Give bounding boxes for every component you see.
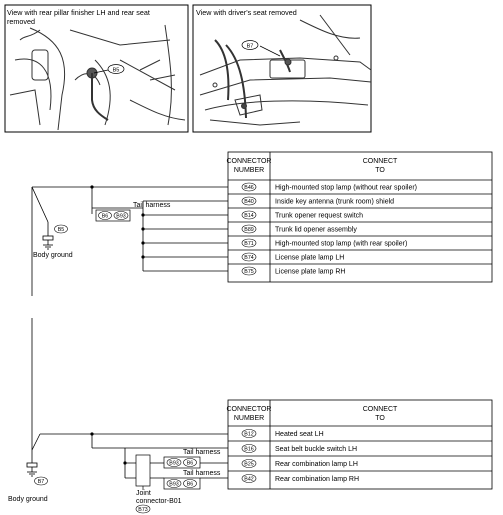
b5-callout-line xyxy=(93,69,109,74)
b7-callout-line xyxy=(259,45,281,57)
b7-photo-badge xyxy=(241,40,259,50)
upper-harness-badge-1 xyxy=(98,211,112,220)
joint-label-line-1: Joint xyxy=(136,490,151,497)
lower-harness1-badge-1 xyxy=(166,458,182,467)
upper-row-connector-6: B75 xyxy=(244,269,253,275)
lower-row-connector-3: B42 xyxy=(244,477,253,483)
upper-harness-badge-2 xyxy=(113,211,129,220)
upper-row-badge-3 xyxy=(241,224,257,234)
lower-row-badge-0 xyxy=(241,429,257,438)
upper-row-connector-2: B14 xyxy=(244,213,253,219)
upper-row-badge-5 xyxy=(241,252,257,262)
photo-right: View with driver's seat removed B7 xyxy=(192,4,372,133)
lower-header-connector-line-2: NUMBER xyxy=(234,415,264,422)
lower-harness-label-1: Tail harness xyxy=(183,449,221,456)
upper-junction-dots xyxy=(90,185,145,259)
upper-row-badge-4 xyxy=(241,238,257,248)
lower-row-badge-1 xyxy=(241,444,257,453)
lower-row-connect-to-3: Rear combination lamp RH xyxy=(275,476,359,483)
lower-harness2-connector-1: B93 xyxy=(169,482,178,488)
upper-rows: B46 High-mounted stop lamp (without rear … xyxy=(241,182,417,276)
photo-left-caption-line-2: removed xyxy=(7,17,35,26)
lower-ground-label: Body ground xyxy=(8,496,48,503)
upper-harness-box xyxy=(95,209,131,222)
lower-connector-table xyxy=(227,399,493,490)
upper-row-connect-to-4: High-mounted stop lamp (with rear spoile… xyxy=(275,241,407,248)
upper-header-connect-line-2: TO xyxy=(375,167,385,174)
lower-ground-symbol xyxy=(26,462,38,477)
b5-photo-label: B5 xyxy=(113,67,120,73)
upper-row-connector-4: B71 xyxy=(244,241,253,247)
lower-harness2-connector-2: B6 xyxy=(187,482,194,488)
joint-label-line-2: connector-B01 xyxy=(136,498,182,505)
rear-pillar-illustration xyxy=(9,24,186,131)
photo-left: View with rear pillar finisher LH and re… xyxy=(4,4,189,133)
lower-row-badge-2 xyxy=(241,459,257,468)
lower-row-connector-2: B25 xyxy=(244,462,253,468)
lower-header-connect-line-2: TO xyxy=(375,415,385,422)
joint-connector-badge xyxy=(135,504,151,514)
lower-row-connect-to-2: Rear combination lamp LH xyxy=(275,461,358,468)
joint-connector-box xyxy=(135,454,151,487)
upper-row-connector-0: B46 xyxy=(244,185,253,191)
lower-rows: B12 Heated seat LH B16 Seat belt buckle swi… xyxy=(241,429,359,483)
upper-row-connector-5: B74 xyxy=(244,255,253,261)
upper-ground-badge xyxy=(54,224,68,234)
upper-row-badge-0 xyxy=(241,182,257,192)
lower-ground-connector: B7 xyxy=(38,479,45,485)
upper-row-connect-to-2: Trunk opener request switch xyxy=(275,213,363,220)
lower-row-connector-0: B12 xyxy=(244,432,253,438)
lower-harness1-badge-2 xyxy=(183,458,197,467)
lower-ground-badge xyxy=(34,476,48,486)
upper-row-connector-1: B40 xyxy=(244,199,253,205)
b5-photo-badge xyxy=(107,64,125,74)
photo-right-caption: View with driver's seat removed xyxy=(196,8,297,17)
upper-header-connector-line-2: NUMBER xyxy=(234,167,264,174)
b7-photo-label: B7 xyxy=(247,43,254,49)
upper-ground-connector: B5 xyxy=(58,227,65,233)
upper-row-badge-2 xyxy=(241,210,257,220)
joint-connector-number: B73 xyxy=(138,507,147,513)
lower-harness-label-2: Tail harness xyxy=(183,470,221,477)
upper-ground-label: Body ground xyxy=(33,252,73,259)
upper-connector-table xyxy=(227,151,493,283)
upper-row-badge-1 xyxy=(241,196,257,206)
lower-row-connector-1: B16 xyxy=(244,447,253,453)
lower-harness1-connector-2: B6 xyxy=(187,461,194,467)
lower-harness-box-2 xyxy=(163,477,201,490)
upper-header-connect-line-1: CONNECT xyxy=(363,158,398,165)
upper-harness-connector-1: B6 xyxy=(102,214,109,220)
photo-left-caption-line-1: View with rear pillar finisher LH and re… xyxy=(7,8,150,17)
upper-row-connect-to-1: Inside key antenna (trunk room) shield xyxy=(275,199,394,206)
lower-harness1-connector-1: B93 xyxy=(169,461,178,467)
upper-wiring xyxy=(31,186,228,296)
upper-row-connect-to-0: High-mounted stop lamp (without rear spo… xyxy=(275,185,417,192)
lower-harness2-badge-1 xyxy=(166,479,182,488)
upper-harness-label: Tail harness xyxy=(133,202,171,209)
upper-row-connect-to-5: License plate lamp LH xyxy=(275,255,344,262)
lower-row-connect-to-1: Seat belt buckle switch LH xyxy=(275,446,357,453)
upper-ground-symbol xyxy=(42,235,54,250)
lower-row-badge-3 xyxy=(241,474,257,483)
upper-header-connector-line-1: CONNECTOR xyxy=(227,158,272,165)
lower-row-connect-to-0: Heated seat LH xyxy=(275,431,324,438)
driver-seat-area-illustration xyxy=(199,14,372,126)
lower-harness-box-1 xyxy=(163,456,201,469)
upper-row-connector-3: B89 xyxy=(244,227,253,233)
upper-row-connect-to-3: Trunk lid opener assembly xyxy=(275,227,357,234)
lower-header-connector-line-1: CONNECTOR xyxy=(227,406,272,413)
lower-harness2-badge-2 xyxy=(183,479,197,488)
upper-harness-connector-2: B93 xyxy=(116,214,125,220)
upper-row-connect-to-6: License plate lamp RH xyxy=(275,269,345,276)
lower-junction-dots xyxy=(90,432,127,465)
upper-row-badge-6 xyxy=(241,266,257,276)
lower-header-connect-line-1: CONNECT xyxy=(363,406,398,413)
